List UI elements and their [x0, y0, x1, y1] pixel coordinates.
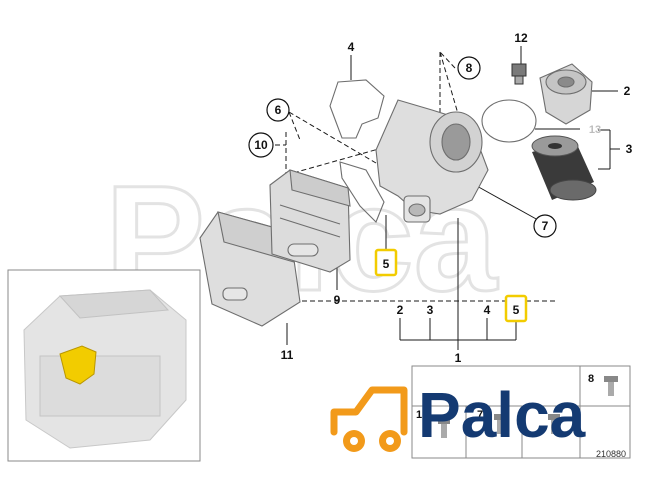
- grid-label-1: 1: [416, 409, 422, 421]
- callout-4-top: 4: [348, 40, 355, 54]
- callout-13: 13: [589, 124, 601, 136]
- callout-7: 7: [542, 219, 549, 233]
- highlighted-part: [59, 345, 97, 385]
- thumbnail-grid: 8 1 7 210880: [411, 365, 631, 459]
- callout-8: 8: [466, 61, 473, 75]
- diagram-code: 210880: [596, 449, 626, 459]
- oil-cooler-upper: [269, 169, 351, 273]
- callout-10: 10: [254, 138, 268, 152]
- palca-logo: Palca: [330, 379, 586, 452]
- callout-numbers: 4 12 2 13 3 9 11 1 2 3 4: [281, 31, 633, 365]
- callout-5-upper: 5: [383, 257, 390, 271]
- callout-11: 11: [281, 348, 294, 362]
- legend-5: 5: [513, 303, 520, 317]
- engine-thumbnail: [7, 269, 201, 462]
- grid-label-7: 7: [477, 409, 483, 421]
- callout-3: 3: [626, 142, 633, 156]
- sensor-12: [511, 63, 527, 85]
- grid-label-8: 8: [588, 373, 594, 385]
- o-ring-13: [481, 99, 537, 143]
- car-icon: [330, 386, 408, 436]
- gasket-4: [329, 79, 385, 139]
- callout-2: 2: [624, 84, 631, 98]
- callout-6: 6: [275, 103, 282, 117]
- logo-text: Palca: [418, 379, 586, 451]
- callout-1: 1: [455, 351, 462, 365]
- highlighted-callouts: 5 5: [374, 248, 528, 323]
- filter-element: [531, 135, 597, 201]
- oil-filter-housing: [375, 99, 489, 223]
- legend-3: 3: [427, 303, 434, 317]
- bolt-icons: [438, 376, 618, 438]
- legend-2: 2: [397, 303, 404, 317]
- callout-circles: 8 6 10 7: [248, 56, 557, 238]
- seal-strip: [339, 161, 385, 223]
- legend-4: 4: [484, 303, 491, 317]
- filter-cap: [539, 63, 593, 125]
- callout-9: 9: [334, 293, 341, 307]
- parts: [199, 63, 597, 327]
- callout-12: 12: [514, 31, 528, 45]
